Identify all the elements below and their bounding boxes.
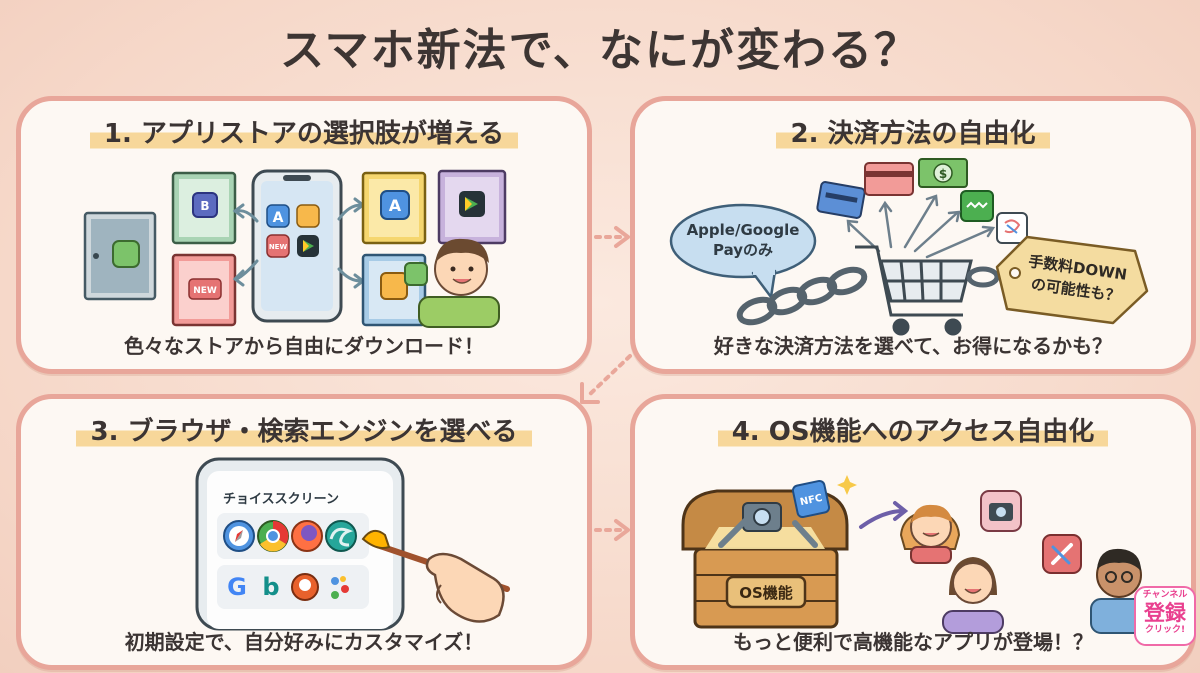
man-character-icon (1090, 548, 1148, 634)
chest-label: OS機能 (739, 584, 793, 602)
bing-icon: b (262, 573, 279, 601)
nfc-text: NFC (799, 493, 823, 508)
subscribe-main-text: 登録 (1144, 601, 1186, 625)
chain-icon (736, 266, 868, 326)
svg-text:A: A (389, 196, 402, 215)
door-new-icon: NEW (171, 253, 237, 327)
door-play-store-icon (437, 169, 507, 245)
woman-character-icon (899, 504, 961, 564)
camera-icon (742, 502, 782, 532)
door-new-text: NEW (193, 286, 217, 296)
page-title: スマホ新法で、なにが変わる？ (279, 25, 921, 76)
chrome-icon (257, 520, 289, 552)
dollar-sign: $ (939, 167, 947, 181)
panel-2-heading: 2. 決済方法の自由化 (776, 111, 1050, 152)
phone-new-text: NEW (269, 243, 288, 251)
credit-card-blue-icon (816, 181, 866, 219)
google-icon: G (227, 573, 247, 601)
panel-4-illustration: OS機能 NFC (681, 475, 1148, 634)
firefox-icon (291, 520, 323, 552)
toolkit-app-icon (1042, 534, 1082, 574)
woman-2-character-icon (942, 557, 1004, 634)
svg-text:A: A (273, 210, 284, 226)
choice-screen-title: チョイススクリーン (223, 492, 339, 507)
flow-arrow-2-to-3 (580, 354, 632, 404)
panel-3-illustration: チョイススクリーン G b (195, 457, 510, 631)
svg-text:B: B (200, 199, 209, 213)
wrench-icons (718, 518, 818, 548)
credit-card-pink-icon (864, 162, 914, 196)
panel-3-caption: 初期設定で、自分好みにカスタマイズ！ (124, 630, 484, 654)
panel-payment: 2. 決済方法の自由化 Apple/Google Payのみ $ (630, 96, 1196, 374)
phone-arrows (232, 197, 366, 289)
panel-4-heading: 4. OS機能へのアクセス自由化 (717, 409, 1109, 450)
panel-1-caption: 色々なストアから自由にダウンロード！ (124, 334, 484, 358)
panel-3-heading: 3. ブラウザ・検索エンジンを選べる (76, 409, 532, 450)
subscribe-button[interactable]: チャンネル 登録 クリック! (1134, 586, 1196, 646)
panel-browser: 3. ブラウザ・検索エンジンを選べる チョイススクリーン G b 初期設定で、自… (16, 394, 592, 670)
bubble-line-1: Apple/Google (687, 221, 800, 239)
apple-google-pay-bubble: Apple/Google Payのみ (669, 203, 817, 299)
panel-1-illustration: B NEW A NEW (83, 169, 507, 328)
flow-arrow-1-to-2 (584, 226, 630, 248)
subscribe-top-text: チャンネル (1142, 590, 1188, 600)
svg-text:b: b (262, 573, 279, 601)
bubble-line-2: Payのみ (713, 241, 773, 259)
edge-icon (325, 520, 357, 552)
phone-icon: A NEW (251, 169, 343, 323)
chain-right-icon (966, 266, 1000, 288)
door-android-icon (83, 211, 157, 301)
search-dots-icon (331, 576, 349, 599)
door-store-icon: B (171, 171, 237, 245)
e-money-icon (960, 190, 994, 222)
panel-os-access: 4. OS機能へのアクセス自由化 OS機能 NFC (630, 394, 1196, 670)
panel-2-caption: 好きな決済方法を選べて、お得になるかも？ (713, 334, 1113, 358)
panel-app-store: 1. アプリストアの選択肢が増える B NEW A (16, 96, 592, 374)
panel-4-caption: もっと便利で高機能なアプリが登場！？ (733, 630, 1093, 654)
price-tag-icon: 手数料DOWN の可能性も？ (995, 235, 1149, 325)
nfc-icon: NFC (791, 479, 831, 519)
flow-arrow-3-to-4 (584, 519, 630, 541)
cash-icon: $ (918, 158, 968, 188)
svg-text:G: G (227, 573, 247, 601)
duckduckgo-icon (291, 573, 319, 601)
boy-character-icon (404, 238, 500, 328)
panel-1-heading: 1. アプリストアの選択肢が増える (89, 111, 519, 152)
hand-with-brush-icon (361, 529, 510, 623)
shopping-cart-icon (855, 245, 973, 336)
safari-icon (223, 520, 255, 552)
subscribe-bottom-text: クリック! (1144, 625, 1186, 635)
door-app-store-icon: A (361, 171, 427, 245)
access-arrow (859, 501, 909, 529)
camera-app-icon (980, 490, 1022, 532)
panel-2-illustration: Apple/Google Payのみ $ (669, 158, 1149, 336)
qr-pay-icon (996, 212, 1028, 244)
